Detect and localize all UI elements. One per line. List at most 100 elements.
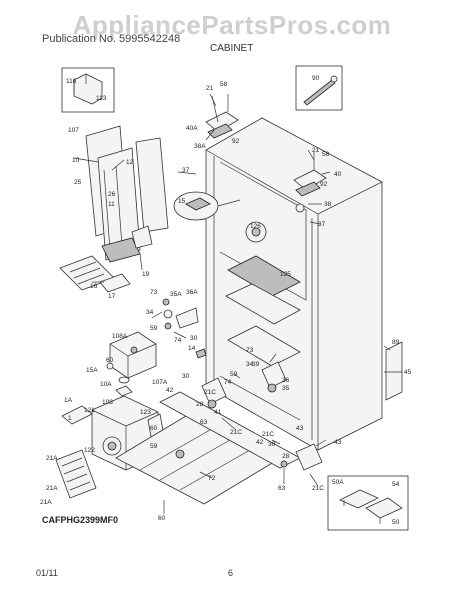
callout-43-a: 43 xyxy=(334,439,342,446)
callout-35A: 35A xyxy=(170,291,182,298)
section-title: CABINET xyxy=(210,43,254,54)
callout-1A: 1A xyxy=(64,397,73,404)
callout-58-right: 58 xyxy=(322,151,330,158)
callout-90: 90 xyxy=(312,75,320,82)
callout-38A: 38A xyxy=(194,143,206,150)
callout-40: 40 xyxy=(334,171,342,178)
callout-126: 126 xyxy=(250,223,261,230)
callout-59-right: 59 xyxy=(230,371,238,378)
callout-122: 122 xyxy=(84,447,95,454)
callout-34-right: 34 xyxy=(246,361,254,368)
leader-lines xyxy=(73,93,402,514)
callout-38: 38 xyxy=(324,201,332,208)
callout-39: 39 xyxy=(252,361,260,368)
roller-brackets xyxy=(201,361,323,484)
callout-60-mid: 60 xyxy=(150,425,158,432)
diagram-code: CAFPHG2399MF0 xyxy=(42,515,119,525)
callout-63-bottom: 63 xyxy=(278,485,286,492)
callout-19: 19 xyxy=(142,271,150,278)
callout-10A: 10A xyxy=(100,381,112,388)
callout-73: 73 xyxy=(150,289,158,296)
callout-54: 54 xyxy=(392,481,400,488)
footer-page-number: 6 xyxy=(228,568,234,578)
callout-121: 121 xyxy=(84,407,95,414)
callout-74-right: 74 xyxy=(224,379,232,386)
publication-header: Publication No. 5995542248 xyxy=(42,33,181,45)
side-panel-89 xyxy=(385,341,403,401)
callout-12: 12 xyxy=(126,159,134,166)
callout-41: 41 xyxy=(214,409,222,416)
callout-35: 35 xyxy=(282,385,290,392)
callout-42-bottom: 42 xyxy=(256,439,264,446)
watermark-text: AppliancePartsPros.com xyxy=(72,10,392,40)
inset-90-box xyxy=(295,65,343,111)
callout-42: 42 xyxy=(166,387,174,394)
callout-108A: 108A xyxy=(112,333,128,340)
inset-50A-box xyxy=(327,475,409,531)
callout-28-bottom: 28 xyxy=(282,453,290,460)
inset-116-box xyxy=(61,67,115,113)
callout-15-ellipse xyxy=(173,191,241,221)
duct-assembly xyxy=(85,125,169,263)
callout-58: 58 xyxy=(220,81,228,88)
callout-116: 116 xyxy=(66,78,77,85)
callout-59: 59 xyxy=(150,325,158,332)
callout-126-circle xyxy=(245,221,267,243)
callout-10: 10 xyxy=(72,157,80,164)
callout-125: 125 xyxy=(280,271,291,278)
callout-21A-top: 21A xyxy=(46,455,58,462)
callout-30-mid: 30 xyxy=(182,373,190,380)
callout-25: 25 xyxy=(74,179,82,186)
callout-60: 60 xyxy=(106,357,114,364)
callout-59-mid: 59 xyxy=(150,443,158,450)
callout-36A: 36A xyxy=(186,289,198,296)
callout-1: 1 xyxy=(68,415,72,422)
callout-11: 11 xyxy=(108,201,115,208)
grille-16 xyxy=(59,255,131,293)
footer-date: 01/11 xyxy=(36,568,58,578)
callout-123: 123 xyxy=(140,409,151,416)
callout-60-bottom: 60 xyxy=(158,515,166,522)
callout-21A-bottom: 21A xyxy=(46,485,58,492)
callout-37: 37 xyxy=(182,167,190,174)
callout-labels: 116 113 90 21 58 40A 92 38A 37 15 126 12… xyxy=(40,75,412,526)
cabinet-body xyxy=(205,117,383,451)
callout-107A: 107A xyxy=(152,379,168,386)
callout-107: 107 xyxy=(68,127,79,134)
callout-36: 36 xyxy=(282,377,290,384)
callout-50A: 50A xyxy=(332,479,344,486)
hinge-top-left xyxy=(205,94,239,139)
callout-21C-d: 21C xyxy=(312,485,324,492)
callout-63: 63 xyxy=(200,419,208,426)
callout-45: 45 xyxy=(404,369,412,376)
callout-21C-b: 21C xyxy=(230,429,242,436)
callout-26: 26 xyxy=(108,191,116,198)
callout-74: 74 xyxy=(174,337,182,344)
callout-21-right: 21 xyxy=(312,147,320,154)
callout-50: 50 xyxy=(392,519,400,526)
control-housing-108A xyxy=(109,331,157,379)
hinge-top-right xyxy=(293,152,327,213)
callout-21: 21 xyxy=(206,85,214,92)
callout-40A: 40A xyxy=(186,125,198,132)
callout-37-right: 37 xyxy=(318,221,326,228)
callout-43-b: 43 xyxy=(296,425,304,432)
callout-108: 108 xyxy=(102,399,113,406)
callout-15A: 15A xyxy=(86,367,98,374)
callout-15: 15 xyxy=(178,198,186,205)
callout-21C-c: 21C xyxy=(262,431,274,438)
callout-14: 14 xyxy=(188,345,196,352)
callout-92-right: 92 xyxy=(320,181,328,188)
small-hardware-left xyxy=(162,298,207,359)
callout-34: 34 xyxy=(146,309,154,316)
vented-panel xyxy=(55,449,97,499)
callout-16: 16 xyxy=(90,283,98,290)
small-parts-15A xyxy=(106,362,133,397)
callout-21C-a: 21C xyxy=(204,389,216,396)
callout-17: 17 xyxy=(108,293,116,300)
callout-30-bottom: 30 xyxy=(268,441,276,448)
callout-21A-low: 21A xyxy=(40,499,52,506)
callout-73-right: 73 xyxy=(246,347,254,354)
callout-30: 30 xyxy=(190,335,198,342)
